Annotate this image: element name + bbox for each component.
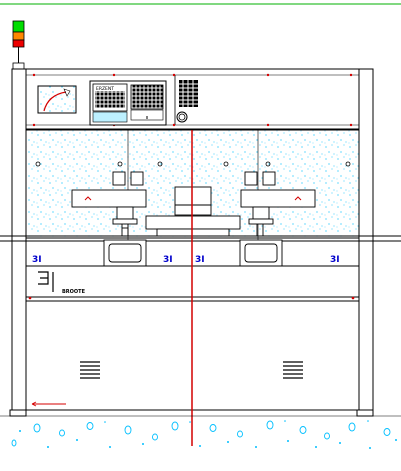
right-actuator xyxy=(240,171,316,236)
plate-mark-1: 3I xyxy=(32,255,42,265)
plate-mark-4: 3I xyxy=(330,255,340,265)
base-rivet-left xyxy=(28,296,32,300)
dimension-arrow xyxy=(31,401,66,407)
plate-mark-3: 3I xyxy=(195,255,205,265)
selector-knob-icon xyxy=(176,111,188,123)
plate-mark-2: 3I xyxy=(163,255,173,265)
brand-logo-icon xyxy=(38,271,54,292)
signal-tower xyxy=(12,20,25,70)
display-label: ERZENT xyxy=(96,86,114,92)
conveyor-rails xyxy=(0,235,401,242)
left-vent xyxy=(80,361,100,379)
conveyor-trays xyxy=(103,239,283,267)
left-actuator xyxy=(71,171,147,236)
right-actuator-marker xyxy=(294,196,302,201)
left-actuator-marker xyxy=(84,196,92,201)
pressure-gauge-icon xyxy=(37,85,77,114)
center-press xyxy=(145,186,241,237)
brand-plate-marks: 3I 3I 3I 3I xyxy=(32,255,340,265)
base-plate-label: BROOTE xyxy=(62,289,86,295)
hmi-display xyxy=(89,80,167,126)
right-vent xyxy=(283,361,303,379)
base-rivet-right xyxy=(351,296,355,300)
floor xyxy=(0,415,401,449)
keypad-icon xyxy=(179,80,198,107)
